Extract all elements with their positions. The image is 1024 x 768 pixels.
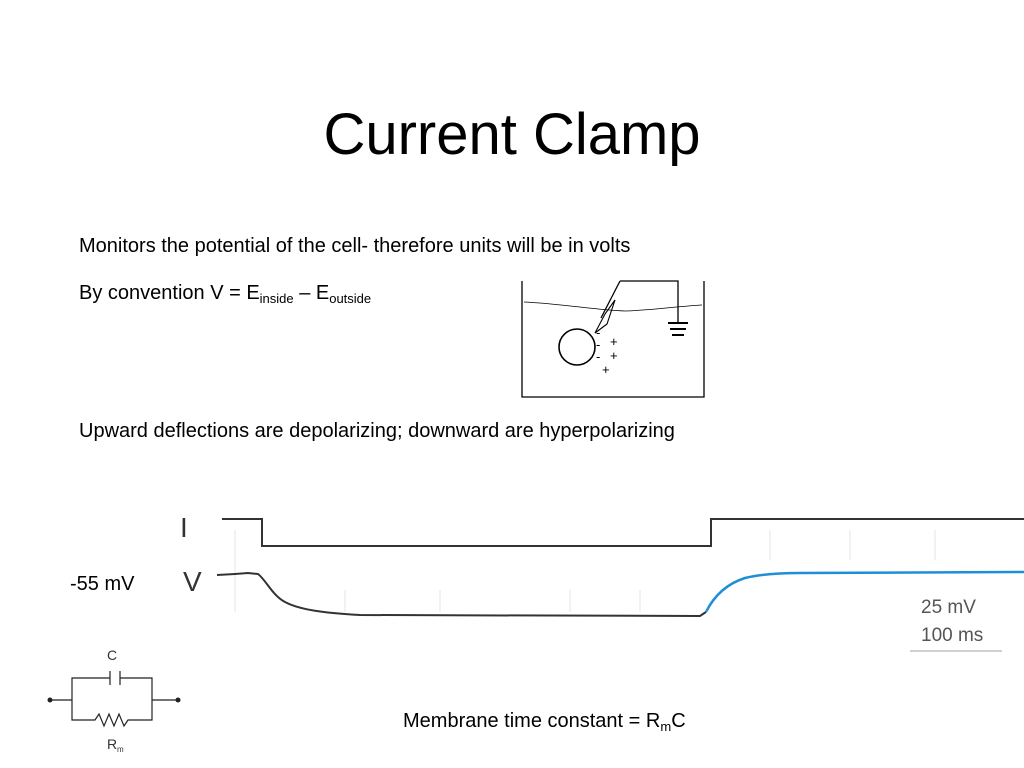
plus-sign-2: + — [610, 348, 618, 363]
resistor-label: R — [107, 736, 117, 752]
voltage-recovery-trace — [704, 570, 1024, 613]
bullet-monitors: Monitors the potential of the cell- ther… — [79, 235, 631, 257]
scale-time: 100 ms — [921, 625, 983, 646]
time-constant-prefix: Membrane time constant = R — [403, 710, 661, 732]
plus-sign-3: + — [602, 362, 610, 377]
bullet-deflections: Upward deflections are depolarizing; dow… — [79, 420, 675, 442]
trace-grid-ticks — [234, 530, 936, 612]
time-constant-suffix: C — [671, 710, 686, 732]
convention-sub-inside: inside — [259, 291, 294, 306]
scale-voltage: 25 mV — [921, 597, 976, 618]
voltage-trace — [216, 571, 707, 618]
terminal-left — [47, 697, 53, 703]
time-constant-sub: m — [660, 719, 672, 734]
current-trace — [222, 518, 1024, 547]
time-constant-equation: Membrane time constant = RmC — [403, 710, 686, 733]
bath-container — [521, 281, 705, 398]
bullet-convention: By convention V = Einside – Eoutside — [79, 282, 371, 305]
cell-circle — [558, 328, 596, 366]
convention-sub-outside: outside — [329, 291, 372, 306]
electrode-wire — [620, 280, 679, 323]
fluid-surface — [523, 301, 703, 312]
scale-bar: 25 mV 100 ms — [910, 597, 1002, 652]
resting-potential-label: -55 mV — [70, 573, 135, 595]
cell-electrode-diagram: - - - + + + — [521, 280, 705, 398]
minus-sign-1: - — [596, 325, 600, 340]
plus-sign-1: + — [610, 334, 618, 349]
voltage-trace-label: V — [183, 566, 202, 597]
capacitor-label: C — [107, 647, 117, 663]
minus-sign-2: - — [596, 337, 600, 352]
capacitor-branch — [71, 677, 153, 700]
current-trace-label: I — [180, 512, 188, 543]
convention-equals: = E — [223, 282, 260, 304]
micropipette — [594, 280, 621, 334]
terminal-right — [175, 697, 181, 703]
rc-circuit-diagram: C R m — [47, 647, 181, 754]
resistor-branch — [71, 700, 153, 728]
resistor-subscript: m — [117, 745, 124, 754]
ground-symbol — [668, 322, 688, 336]
convention-prefix: By convention V — [79, 282, 224, 304]
slide-title: Current Clamp — [323, 102, 701, 167]
minus-sign-3: - — [596, 349, 600, 364]
convention-dash: – E — [293, 282, 330, 304]
